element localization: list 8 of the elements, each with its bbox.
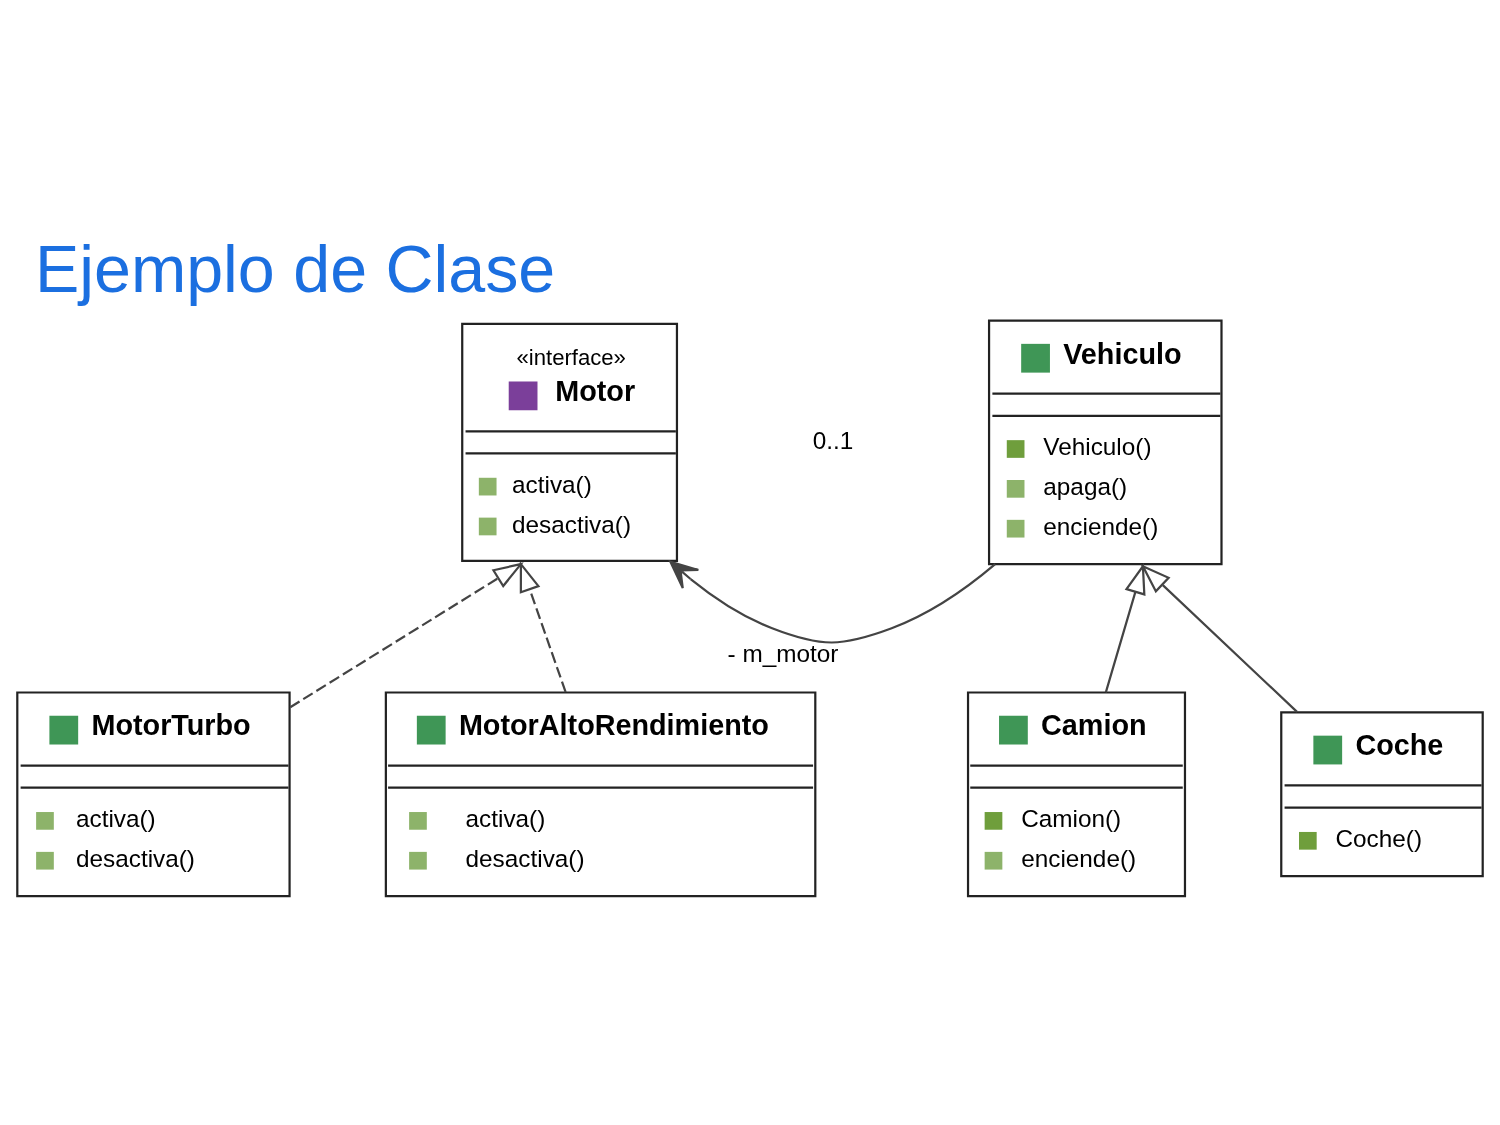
arrow [669, 560, 996, 644]
diagram-title: Ejemplo de Clase [34, 231, 556, 306]
label: 0..1 [812, 426, 854, 454]
arrow [1140, 563, 1298, 713]
arrow [519, 560, 567, 692]
arrow [1104, 562, 1146, 693]
edge-label: - m_motor [727, 639, 839, 667]
arrow [289, 561, 524, 708]
